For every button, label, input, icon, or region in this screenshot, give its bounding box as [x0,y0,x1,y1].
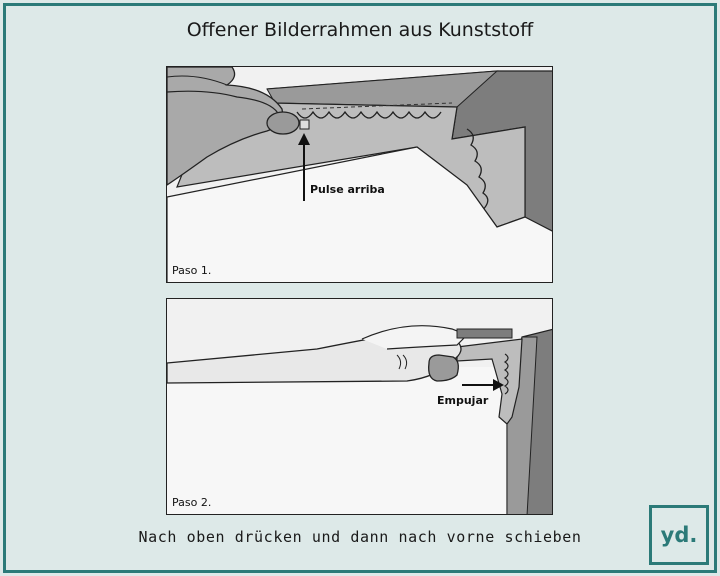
picture-surface [167,367,507,514]
frame-lip [456,338,523,425]
knuckle-line [402,354,408,370]
step-label-2: Paso 2. [172,496,212,509]
step-label-1: Paso 1. [172,264,212,277]
page-title: Offener Bilderrahmen aus Kunststoff [186,19,534,41]
clip-tab [299,119,310,130]
step-1-panel: Pulse arriba Paso 1. [166,66,553,283]
thumb-nail [456,328,513,339]
clip-edge-top [296,110,442,119]
step-1-illustration: Pulse arriba [167,67,552,282]
caption: Nach oben drücken und dann nach vorne sc… [138,528,582,546]
page-border [3,3,717,573]
hand-finger-line [167,90,280,116]
right-arrow-head [493,379,504,391]
fingertip [266,111,300,135]
step-2-illustration: Empujar [167,325,552,514]
brand-logo-text: yd. [660,523,698,547]
up-arrow-head [298,133,310,145]
clip-edge [503,353,509,395]
frame-top-rail [266,70,499,108]
instruction-label-2: Empujar [437,394,489,407]
step-2-panel: Empujar Paso 2. [166,298,553,515]
knuckle-line [396,354,402,370]
brand-logo: yd. [649,505,709,565]
hand-crease [167,75,228,86]
instruction-label-1: Pulse arriba [310,183,385,196]
fingertip [428,354,459,382]
picture-surface [167,146,552,282]
